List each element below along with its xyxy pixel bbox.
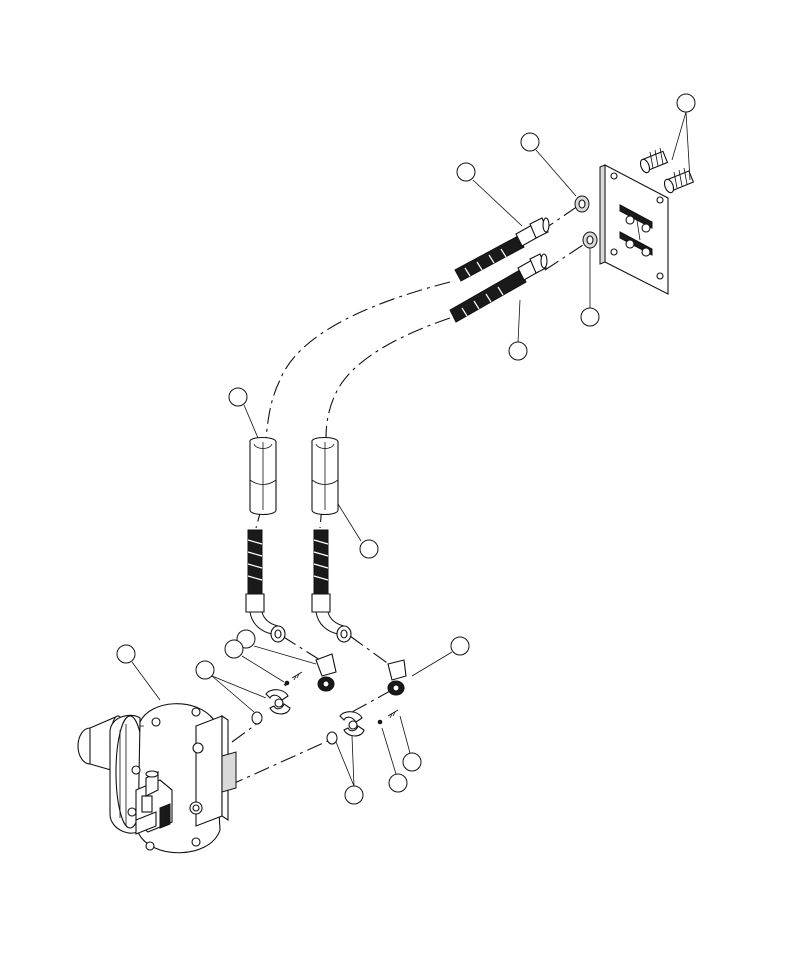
callouts (116, 93, 696, 805)
callout-7 (337, 503, 379, 559)
hose-lower-right (311, 529, 352, 643)
hose-sleeve-left (249, 436, 277, 516)
mounting-plate (599, 164, 669, 295)
hose-upper-1 (454, 217, 550, 282)
callout-5 (508, 299, 528, 361)
hose-lower-left (245, 529, 286, 643)
hose-sleeve-right (311, 436, 339, 516)
callout-12 (116, 644, 161, 701)
hose-upper-2 (449, 253, 548, 323)
elbow-fitting-right (387, 659, 407, 696)
upper-hoses (449, 217, 550, 323)
callout-2 (520, 132, 577, 197)
lower-hoses (245, 529, 352, 643)
callout-4 (580, 248, 600, 327)
callout-6 (228, 387, 259, 439)
callout-1 (671, 93, 696, 181)
elbow-fittings (315, 653, 407, 696)
adapter-fittings (639, 147, 695, 194)
callout-13 (335, 735, 364, 805)
callout-8 (411, 636, 470, 677)
elbow-fitting-left (315, 653, 337, 692)
flange-clamps-right (326, 709, 399, 745)
callout-15 (399, 715, 422, 772)
adapter-fitting-lower (663, 167, 695, 194)
callout-11 (195, 660, 267, 713)
callout-10 (224, 639, 285, 683)
routing-lines (227, 205, 587, 787)
callout-3 (456, 162, 523, 227)
o-rings-plate (574, 195, 598, 249)
hose-sleeves (249, 436, 339, 516)
valve-block (135, 714, 237, 835)
callout-14 (381, 727, 408, 793)
flange-clamps-left (251, 671, 303, 725)
hydraulic-motor (77, 703, 237, 854)
adapter-fitting-upper (639, 147, 669, 174)
